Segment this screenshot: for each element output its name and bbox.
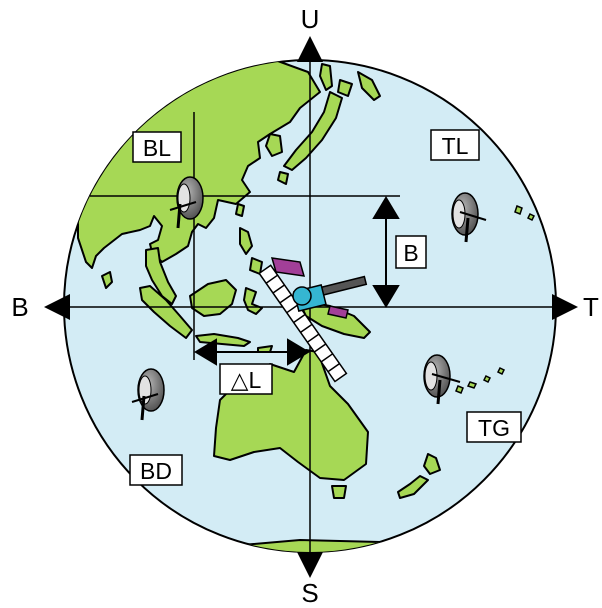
japan-north: [337, 79, 353, 97]
tasmania: [331, 485, 347, 499]
label-tg: TG: [478, 415, 510, 441]
pacific-islands: [455, 205, 536, 394]
axis-arrows: [44, 36, 578, 578]
label-bd: BD: [140, 458, 172, 484]
label-box-tg: TG: [466, 411, 522, 443]
antenna-dish-icon: [169, 176, 204, 229]
label-tl: TL: [442, 133, 469, 159]
kamchatka: [357, 71, 381, 101]
java: [195, 333, 251, 347]
philippines: [239, 227, 253, 255]
new-zealand-south: [397, 475, 429, 499]
taiwan: [235, 203, 245, 217]
direction-down-label: S: [301, 578, 318, 608]
direction-left-label: B: [11, 292, 28, 322]
direction-up-label: U: [301, 4, 320, 34]
sri-lanka: [101, 271, 113, 289]
antenna-dish-icon: [451, 192, 487, 243]
korea: [265, 133, 283, 157]
label-delta-l: △L: [231, 367, 262, 393]
label-b: B: [403, 240, 418, 266]
new-zealand-north: [423, 453, 441, 475]
satellite-icon: [258, 257, 368, 383]
label-box-bl: BL: [132, 131, 182, 163]
arrow-down-icon: [297, 552, 323, 578]
kyushu: [277, 171, 289, 185]
b-dimension: [372, 196, 400, 308]
label-box-delta-l: △L: [219, 363, 273, 395]
arrow-up-icon: [297, 36, 323, 62]
japan: [283, 91, 343, 171]
label-box-bd: BD: [129, 454, 183, 486]
antenna-dish-icon: [131, 368, 165, 421]
sakhalin: [319, 63, 333, 91]
label-bl: BL: [143, 135, 171, 161]
direction-right-label: T: [583, 292, 599, 322]
sumatra: [139, 285, 193, 339]
label-box-b: B: [395, 235, 427, 269]
malay-peninsula: [145, 247, 177, 305]
arrow-right-icon: [552, 294, 578, 320]
arrow-left-icon: [44, 294, 70, 320]
label-box-tl: TL: [430, 129, 480, 161]
antenna-dish-icon: [423, 354, 461, 405]
philippines-south: [249, 257, 263, 275]
delta-l-dimension: [194, 338, 310, 366]
